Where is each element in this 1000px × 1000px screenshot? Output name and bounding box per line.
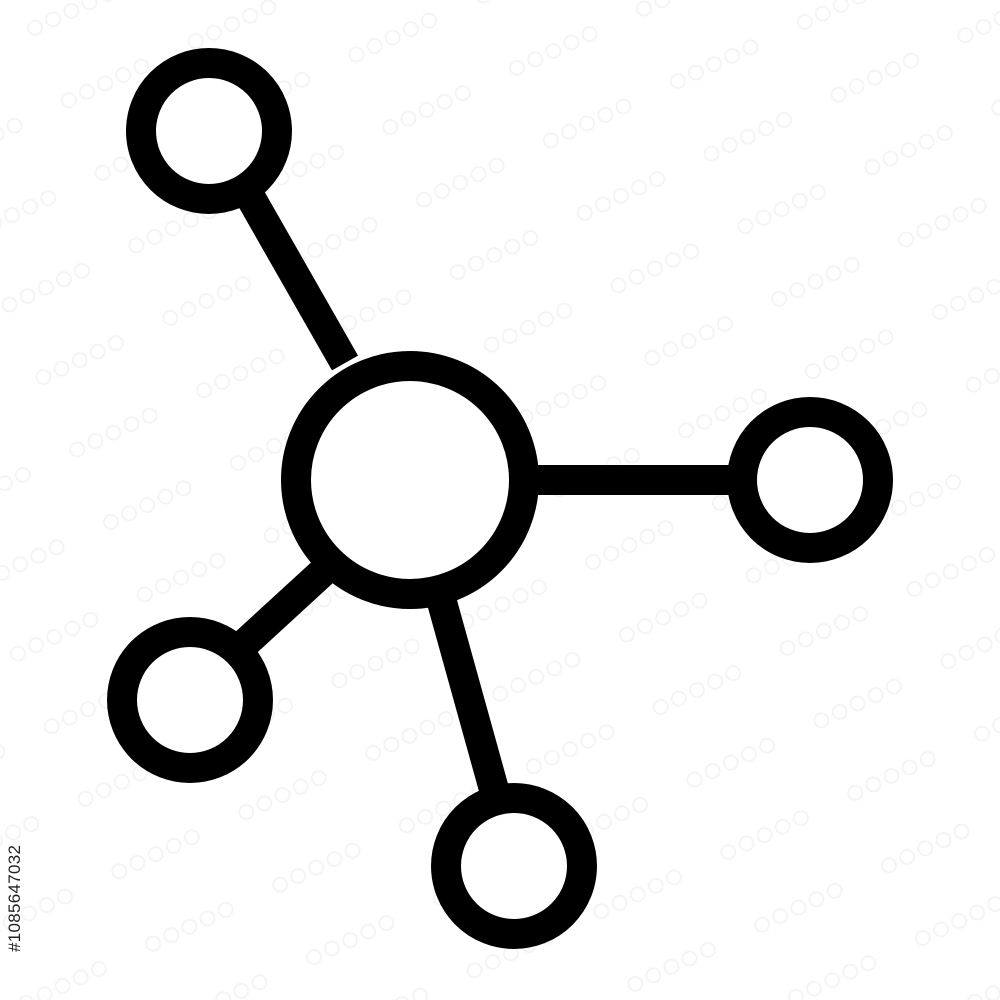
connector-bottom-left xyxy=(229,558,336,660)
node-bottom-left xyxy=(107,617,273,783)
stock-id-label: #1085647032 xyxy=(5,844,24,952)
connector-top-left xyxy=(234,185,359,371)
hub-node xyxy=(281,351,539,609)
node-right xyxy=(727,397,893,563)
node-top-left xyxy=(126,48,292,214)
connector-bottom xyxy=(425,590,510,798)
node-bottom xyxy=(431,783,597,949)
